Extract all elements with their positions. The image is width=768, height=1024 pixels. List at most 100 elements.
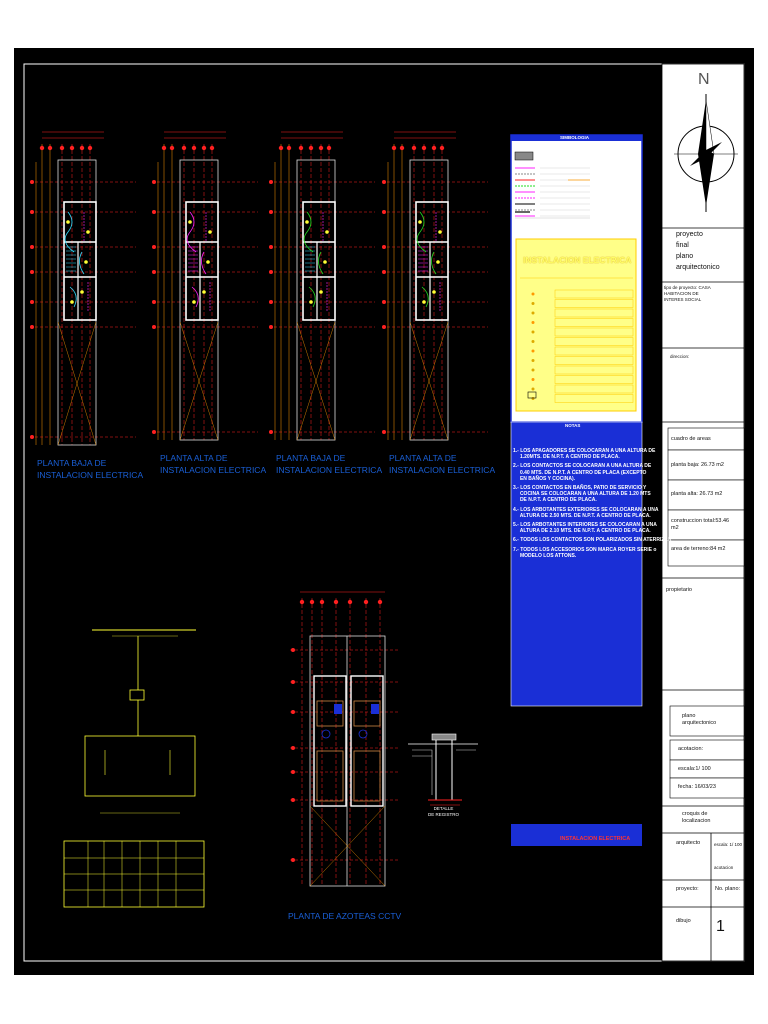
legend-table-row: [554, 318, 634, 327]
legend-table-row: [554, 375, 634, 384]
axis-marker: [291, 798, 295, 802]
axis-marker: [269, 180, 273, 184]
registro-detail: [408, 733, 478, 806]
axis-marker: [291, 746, 295, 750]
axis-marker: [59, 145, 65, 151]
axis-marker: [363, 599, 369, 605]
axis-marker: [269, 430, 273, 434]
construccion-total: construccion total:53.46 m2: [671, 518, 730, 531]
outlet-symbol: [438, 230, 442, 234]
outlet-symbol: [86, 230, 90, 234]
meter-box: [129, 689, 145, 701]
axis-marker: [399, 145, 405, 151]
legend-table-row: [554, 337, 634, 346]
legend-symbol: [531, 397, 535, 400]
axis-marker: [269, 300, 273, 304]
axis-marker: [347, 599, 353, 605]
note-item: 1.- LOS APAGADORES SE COLOCARAN A UNA AL…: [513, 448, 655, 461]
note-item: 5.- LOS ARBOTANTES INTERIORES SE COLOCAR…: [513, 522, 657, 535]
roof-slab: [353, 700, 381, 727]
legend-footer: INSTALACION ELECTRICA: [560, 836, 631, 842]
acotacion-label: acotacion:: [678, 746, 704, 752]
axis-marker: [286, 145, 292, 151]
axis-marker: [382, 270, 386, 274]
outlet-symbol: [206, 260, 210, 264]
legend-table-row: [554, 299, 634, 308]
legend-header: SIMBOLOGIA: [560, 135, 589, 140]
roof-slab: [316, 750, 344, 802]
planta-baja-area: planta baja: 26.73 m2: [671, 462, 724, 468]
axis-marker: [152, 430, 156, 434]
escala-label: escala:1/ 100: [678, 766, 711, 772]
floor-plans: [30, 131, 488, 887]
floor-plan: [30, 131, 136, 446]
roof-slab: [353, 750, 381, 802]
legend-symbol: [531, 387, 535, 391]
notes-list: 1.- LOS APAGADORES SE COLOCARAN A UNA AL…: [513, 448, 672, 562]
axis-marker: [291, 710, 295, 714]
axis-marker: [382, 325, 386, 329]
axis-marker: [152, 300, 156, 304]
circuit-wire: [83, 212, 89, 312]
legend-table-row: [554, 346, 634, 356]
axis-marker: [291, 858, 295, 862]
circuit-wire: [303, 211, 324, 308]
direccion-label: direccion:: [670, 354, 690, 359]
axis-marker: [333, 599, 339, 605]
panel-box: [84, 735, 196, 797]
outlet-symbol: [84, 260, 88, 264]
roof-plan: [290, 591, 400, 887]
outlet-symbol: [70, 300, 74, 304]
axis-marker: [269, 245, 273, 249]
sheet-number: 1: [716, 918, 725, 935]
legend-symbol: [527, 391, 537, 399]
axis-marker: [298, 145, 304, 151]
outlet-symbol: [80, 290, 84, 294]
axis-marker: [421, 145, 427, 151]
axis-marker: [87, 145, 93, 151]
roof-outline: [313, 675, 347, 807]
note-item: 4.- LOS ARBOTANTES EXTERIORES SE COLOCAR…: [513, 506, 658, 519]
axis-marker: [152, 180, 156, 184]
fecha-label: fecha: 16/03/23: [678, 784, 716, 790]
proyecto-label: proyecto:: [676, 886, 699, 892]
tipo-proyecto: tipo de proyecto: CASA HABITACION DE INT…: [664, 285, 711, 302]
planta-alta-area: planta alta: 26.73 m2: [671, 491, 723, 497]
hatch-line: [179, 321, 219, 441]
axis-marker: [382, 300, 386, 304]
circuit-wire: [322, 212, 328, 312]
legend-table-row: [554, 384, 634, 394]
outlet-symbol: [202, 290, 206, 294]
label-planta-baja-1: PLANTA BAJA DE INSTALACION ELECTRICA: [37, 458, 144, 480]
legend-panel-title: INSTALACION ELECTRICA: [523, 255, 632, 265]
label-planta-alta-2: PLANTA ALTA DE INSTALACION ELECTRICA: [389, 453, 496, 475]
circuit-wire: [416, 211, 437, 308]
axis-marker: [319, 599, 325, 605]
outlet-symbol: [188, 220, 192, 224]
outlet-symbol: [319, 290, 323, 294]
axis-marker: [291, 648, 295, 652]
building-walls: [302, 201, 336, 321]
legend-table-row: [554, 394, 634, 403]
circuit-wire: [205, 212, 211, 312]
outlet-symbol: [192, 300, 196, 304]
hatch-line: [296, 321, 336, 441]
axis-marker: [326, 145, 332, 151]
outlet-symbol: [432, 290, 436, 294]
axis-marker: [291, 770, 295, 774]
hatch-line: [409, 321, 449, 441]
building-walls: [63, 201, 97, 321]
roof-slab: [316, 700, 344, 727]
proyecto-heading: proyecto final plano arquitectonico: [676, 231, 720, 271]
detail-label: DETALLE DE REGISTRO: [428, 806, 460, 817]
camera-dome-icon: [358, 729, 368, 739]
outlet-symbol: [309, 300, 313, 304]
outlet-symbol: [208, 230, 212, 234]
legend-symbol: [531, 302, 535, 305]
outlet-symbol: [323, 260, 327, 264]
legend-table-row: [554, 289, 634, 299]
axis-marker: [299, 599, 305, 605]
axis-marker: [39, 145, 45, 151]
area-terreno: area de terreno:84 m2: [671, 546, 726, 552]
